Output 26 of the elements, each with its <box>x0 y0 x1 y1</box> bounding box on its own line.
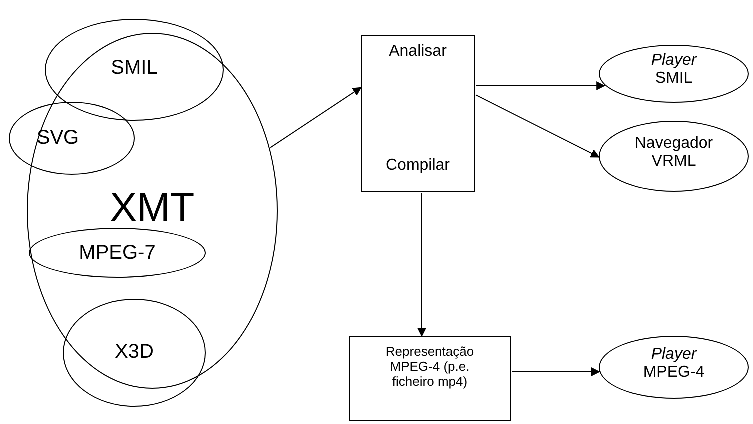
ellipse-node <box>29 228 206 278</box>
node-label: Compilar <box>384 157 451 176</box>
process-box <box>361 35 475 192</box>
node-label: Representação MPEG-4 (p.e. ficheiro mp4) <box>384 345 476 390</box>
arrow <box>270 86 362 148</box>
arrow <box>418 192 426 338</box>
node-label: SMIL <box>110 57 159 80</box>
arrow <box>512 368 601 376</box>
process-box <box>349 336 511 421</box>
node-label: Navegador VRML <box>634 135 714 172</box>
ellipse-node <box>27 33 278 389</box>
ellipse-node <box>599 121 749 192</box>
ellipse-node <box>63 299 206 407</box>
arrow <box>476 82 606 90</box>
node-label: MPEG-7 <box>78 242 157 265</box>
node-label: XMT <box>109 185 196 231</box>
arrow <box>476 94 600 158</box>
ellipse-node <box>599 45 749 103</box>
ellipse-node <box>45 19 224 121</box>
node-label: X3D <box>114 341 155 364</box>
node-label: Player MPEG-4 <box>642 346 706 383</box>
node-label: Player SMIL <box>650 52 698 89</box>
node-label: Analisar <box>388 43 448 62</box>
node-label: SVG <box>36 127 80 150</box>
ellipse-node <box>599 336 749 399</box>
ellipse-node <box>9 102 135 175</box>
